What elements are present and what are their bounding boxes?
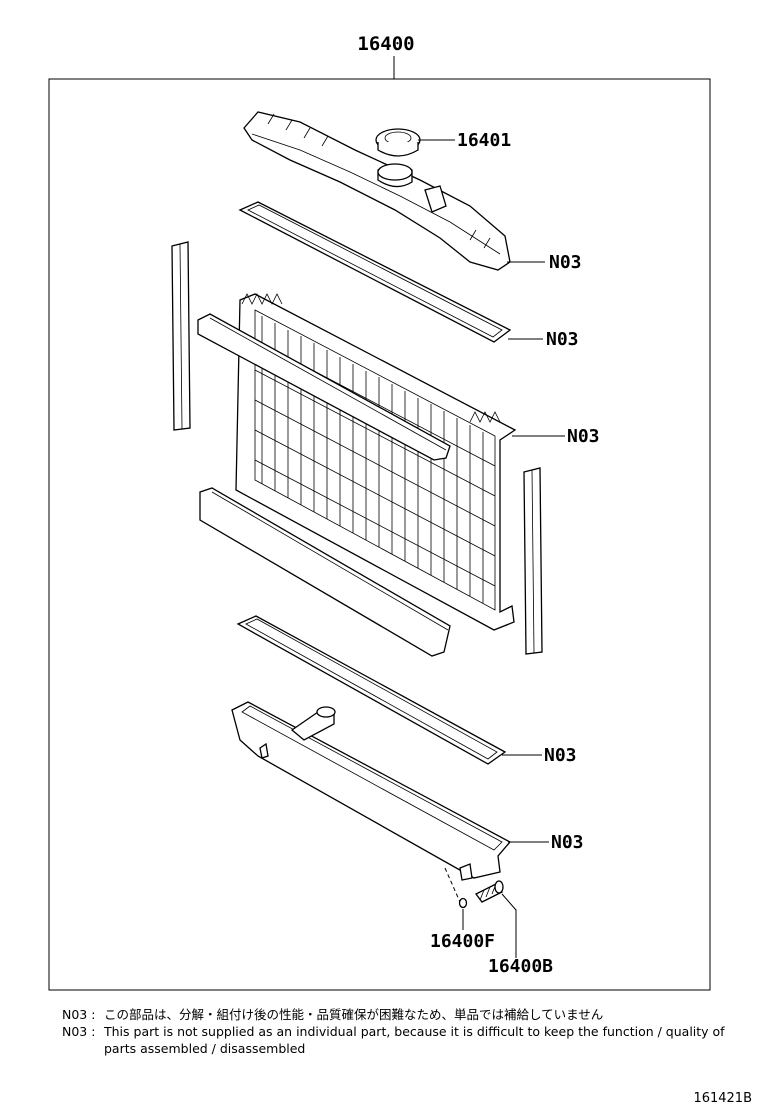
radiator-exploded-diagram: 16400 xyxy=(48,33,711,991)
note-key: N03 : xyxy=(62,1024,96,1039)
callout-drain-gasket: 16400F xyxy=(430,931,495,952)
drain-cock xyxy=(475,880,504,903)
assembly-number: 16400 xyxy=(357,33,414,55)
assembly-frame xyxy=(48,78,711,991)
upper-gasket xyxy=(238,201,512,343)
callout-upper-tank: N03 xyxy=(549,252,582,273)
radiator-cap xyxy=(375,128,421,157)
callout-cap: 16401 xyxy=(457,130,511,151)
upper-tank xyxy=(243,111,511,271)
note-key: N03 : xyxy=(62,1007,96,1022)
callout-upper-gasket: N03 xyxy=(546,329,579,350)
drain-gasket xyxy=(458,897,468,909)
lower-tank xyxy=(231,701,512,881)
notes: N03 : この部品は、分解・組付け後の性能・品質確保が困難なため、単品では補給… xyxy=(62,1006,742,1057)
callout-core: N03 xyxy=(567,426,600,447)
note-en: N03 : This part is not supplied as an in… xyxy=(62,1023,742,1057)
upper-baffle xyxy=(197,313,451,461)
lower-seal-bar xyxy=(199,487,451,657)
note-text: This part is not supplied as an individu… xyxy=(104,1024,725,1056)
callout-lower-tank: N03 xyxy=(551,832,584,853)
radiator-core xyxy=(235,293,517,631)
callout-drain-cock: 16400B xyxy=(488,956,553,977)
figure-number: 161421B xyxy=(693,1091,752,1106)
note-text: この部品は、分解・組付け後の性能・品質確保が困難なため、単品では補給していません xyxy=(104,1007,604,1022)
lower-gasket xyxy=(236,615,507,765)
callout-lower-gasket: N03 xyxy=(544,745,577,766)
note-ja: N03 : この部品は、分解・組付け後の性能・品質確保が困難なため、単品では補給… xyxy=(62,1006,742,1023)
